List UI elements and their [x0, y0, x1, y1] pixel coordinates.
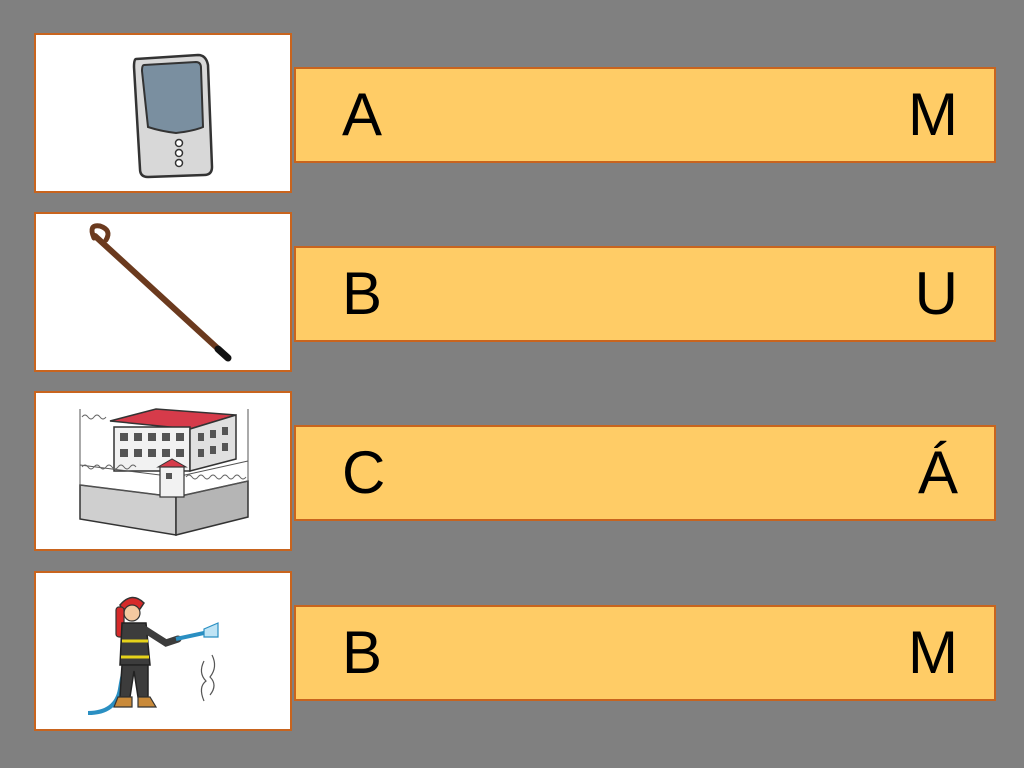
first-letter: B — [342, 619, 383, 686]
word-row-4: B M — [0, 571, 1024, 735]
pda-device-icon — [132, 53, 214, 179]
word-row-1: A M — [0, 33, 1024, 197]
word-bar-2[interactable]: B U — [294, 246, 996, 342]
picture-card-1[interactable] — [34, 33, 292, 193]
last-letter: M — [908, 81, 958, 148]
picture-card-3[interactable] — [34, 391, 292, 551]
first-letter: B — [342, 260, 383, 327]
first-letter: A — [342, 81, 383, 148]
last-letter: Á — [917, 439, 958, 506]
word-row-2: B U — [0, 212, 1024, 376]
word-bar-1[interactable]: A M — [294, 67, 996, 163]
last-letter: U — [914, 260, 958, 327]
word-row-3: C Á — [0, 391, 1024, 555]
last-letter: M — [908, 619, 958, 686]
picture-card-4[interactable] — [34, 571, 292, 731]
walking-cane-icon — [89, 223, 232, 362]
prison-building-icon — [79, 408, 249, 536]
firefighter-icon — [87, 596, 219, 715]
first-letter: C — [342, 439, 386, 506]
word-bar-4[interactable]: B M — [294, 605, 996, 701]
picture-card-2[interactable] — [34, 212, 292, 372]
word-bar-3[interactable]: C Á — [294, 425, 996, 521]
